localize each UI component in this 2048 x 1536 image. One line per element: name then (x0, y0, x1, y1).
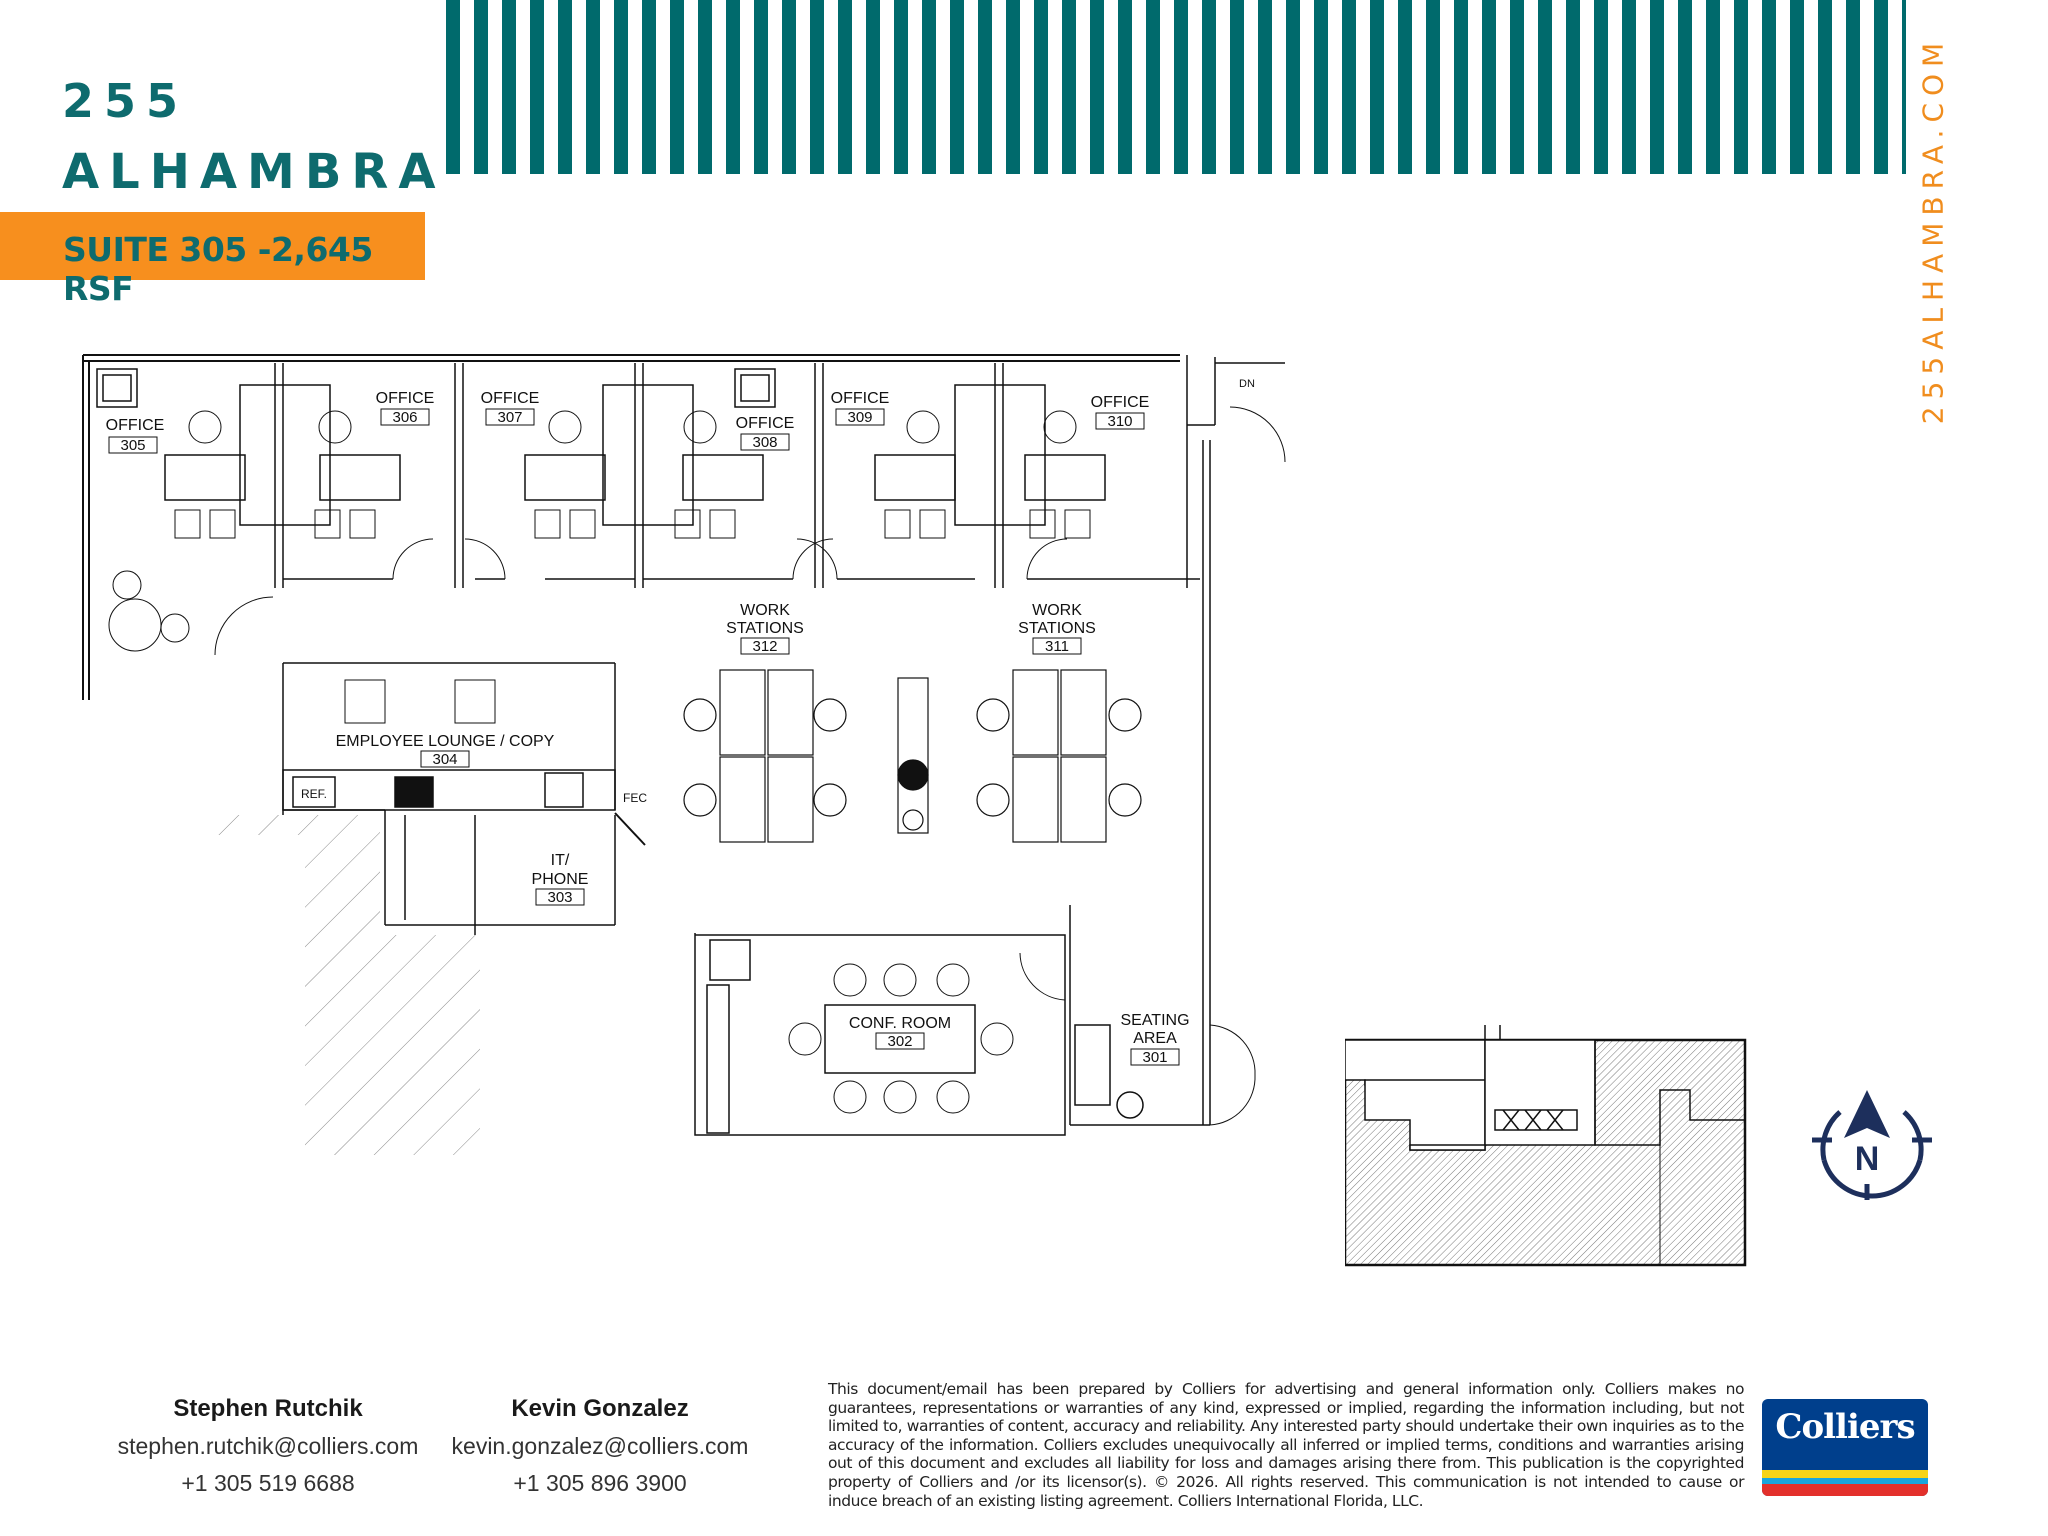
svg-text:310: 310 (1107, 413, 1132, 430)
contact-phone[interactable]: +1 305 896 3900 (513, 1470, 687, 1496)
svg-text:REF.: REF. (301, 787, 327, 801)
contact-card-stephen-rutchik: Stephen Rutchik stephen.rutchik@colliers… (108, 1395, 428, 1497)
website-link[interactable]: 255ALHAMBRA.COM (1917, 36, 1950, 424)
svg-text:301: 301 (1142, 1049, 1167, 1066)
svg-text:EMPLOYEE LOUNGE / COPY: EMPLOYEE LOUNGE / COPY (336, 733, 555, 750)
svg-text:308: 308 (752, 434, 777, 451)
svg-text:OFFICE: OFFICE (831, 390, 890, 407)
website-text: 255ALHAMBRA.COM (1916, 35, 1950, 425)
key-plan (1343, 1020, 1755, 1275)
logo-stripe-yellow (1762, 1470, 1928, 1478)
svg-text:FEC: FEC (623, 791, 647, 805)
colliers-logo: Colliers (1762, 1399, 1928, 1496)
svg-text:309: 309 (847, 409, 872, 426)
svg-text:STATIONS: STATIONS (1018, 620, 1096, 637)
svg-text:311: 311 (1045, 638, 1069, 655)
svg-text:307: 307 (497, 409, 522, 426)
contact-name: Kevin Gonzalez (511, 1395, 689, 1422)
svg-text:306: 306 (392, 409, 417, 426)
legal-disclaimer: This document/email has been prepared by… (828, 1380, 1744, 1510)
contact-email[interactable]: stephen.rutchik@colliers.com (117, 1433, 419, 1459)
svg-text:302: 302 (887, 1033, 912, 1050)
decorative-stripes (446, 0, 1906, 174)
logo-text: Colliers (1775, 1407, 1915, 1447)
contact-card-kevin-gonzalez: Kevin Gonzalez kevin.gonzalez@colliers.c… (440, 1395, 760, 1497)
svg-text:305: 305 (120, 437, 145, 454)
svg-text:N: N (1855, 1140, 1880, 1178)
svg-text:312: 312 (752, 638, 777, 655)
svg-text:WORK: WORK (740, 602, 790, 619)
svg-text:304: 304 (432, 751, 457, 768)
svg-text:DN: DN (1239, 378, 1255, 390)
svg-text:IT/: IT/ (551, 852, 570, 869)
svg-text:WORK: WORK (1032, 602, 1082, 619)
logo-stripe-blue (1762, 1478, 1928, 1484)
building-number: 255 (62, 74, 189, 128)
north-compass-icon: N (1812, 1090, 1932, 1210)
logo-stripe-red (1762, 1484, 1928, 1496)
svg-text:CONF. ROOM: CONF. ROOM (849, 1015, 951, 1032)
svg-text:STATIONS: STATIONS (726, 620, 804, 637)
svg-text:OFFICE: OFFICE (736, 415, 795, 432)
suite-banner: SUITE 305 -2,645 RSF (0, 212, 425, 308)
suite-label: SUITE 305 -2,645 RSF (63, 230, 373, 308)
svg-text:PHONE: PHONE (532, 871, 589, 888)
svg-text:OFFICE: OFFICE (1091, 394, 1150, 411)
contact-name: Stephen Rutchik (173, 1395, 363, 1422)
svg-text:SEATING: SEATING (1120, 1012, 1189, 1029)
svg-text:AREA: AREA (1133, 1030, 1177, 1047)
building-name: ALHAMBRA (62, 144, 446, 200)
contact-phone[interactable]: +1 305 519 6688 (181, 1470, 355, 1496)
contact-email[interactable]: kevin.gonzalez@colliers.com (451, 1433, 749, 1459)
svg-text:OFFICE: OFFICE (376, 390, 435, 407)
svg-text:303: 303 (547, 889, 572, 906)
svg-text:OFFICE: OFFICE (481, 390, 540, 407)
floor-plan: OFFICE OFFICE OFFICE OFFICE OFFICE OFFIC… (75, 345, 1315, 1165)
room-label-305: OFFICE (106, 417, 165, 434)
